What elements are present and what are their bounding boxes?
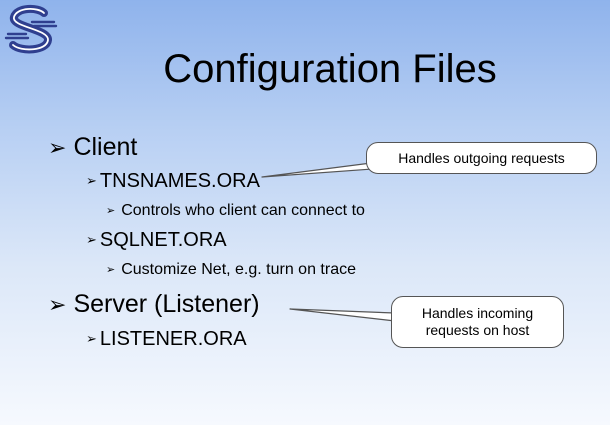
bullet-server: ➢Server (Listener): [48, 289, 260, 320]
bullet-text: Client: [73, 133, 138, 161]
callout-incoming: Handles incoming requests on host: [391, 296, 564, 348]
callout-incoming-line2: requests on host: [425, 322, 530, 338]
callout-outgoing: Handles outgoing requests: [366, 142, 597, 174]
bullet-text: Controls who client can connect to: [121, 202, 365, 219]
bullet-client: ➢Client: [48, 132, 137, 163]
bullet-listener: ➢LISTENER.ORA: [86, 327, 247, 351]
callout-outgoing-text: Handles outgoing requests: [398, 149, 565, 166]
bullet-tnsnames: ➢TNSNAMES.ORA: [86, 169, 260, 193]
arrow-bullet-icon: ➢: [86, 331, 97, 346]
bullet-text: Server (Listener): [73, 290, 260, 318]
bullet-controls: ➢ Controls who client can connect to: [106, 201, 365, 221]
arrow-bullet-icon: ➢: [86, 173, 97, 188]
bullet-text: SQLNET.ORA: [99, 229, 227, 251]
bullet-text: LISTENER.ORA: [99, 328, 247, 350]
callout-incoming-line1: Handles incoming: [421, 305, 534, 321]
bullet-sqlnet: ➢SQLNET.ORA: [86, 228, 227, 252]
arrow-bullet-icon: ➢: [106, 205, 116, 217]
s-logo-icon: [4, 4, 58, 54]
bullet-text: Customize Net, e.g. turn on trace: [121, 261, 356, 278]
arrow-bullet-icon: ➢: [48, 135, 67, 160]
callout-incoming-pointer: [289, 308, 396, 322]
arrow-bullet-icon: ➢: [48, 292, 67, 317]
arrow-bullet-icon: ➢: [86, 232, 97, 247]
slide-title: Configuration Files: [163, 47, 497, 91]
arrow-bullet-icon: ➢: [106, 264, 116, 276]
bullet-customize: ➢ Customize Net, e.g. turn on trace: [106, 260, 356, 280]
bullet-text: TNSNAMES.ORA: [99, 170, 260, 192]
